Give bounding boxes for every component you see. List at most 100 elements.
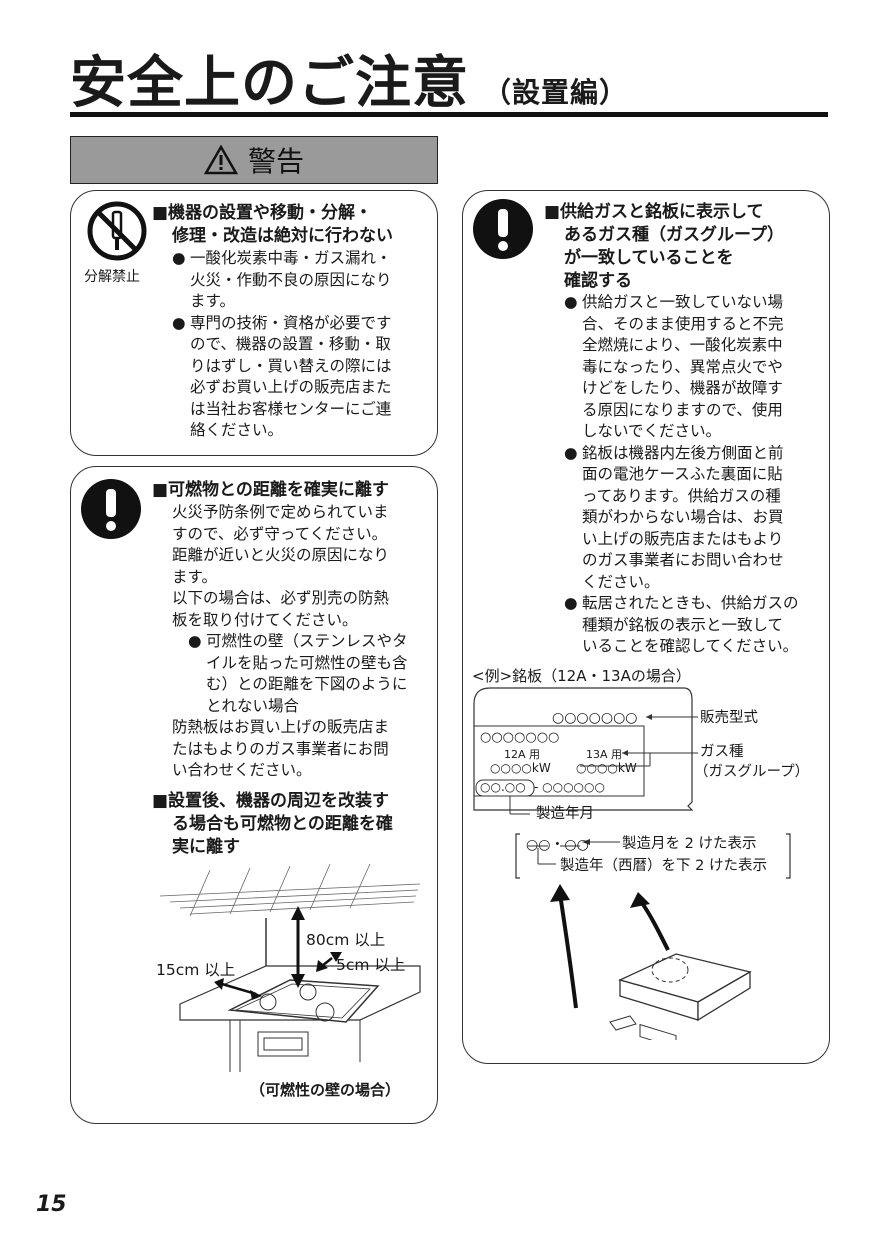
warning-label: 警告: [247, 145, 304, 178]
text-line: ■設置後、機器の周辺を改装す: [152, 791, 390, 811]
box1-bullets: ● 一酸化炭素中毒・ガス漏れ・ 火災・作動不良の原因になり ます。 ● 専門の技…: [172, 248, 432, 442]
stove-illustration: [550, 884, 752, 1040]
label-model: 販売型式: [700, 710, 758, 726]
text-line: いることを確認してください。: [582, 637, 799, 655]
box1-heading-line2: 修理・改造は絶対に行わない: [172, 226, 393, 246]
title-rule: [70, 112, 828, 117]
text-line: 確認する: [564, 271, 632, 291]
text-line: い上げの販売店またはもより: [582, 529, 784, 548]
list-item: ● 可燃性の壁（ステンレスやタ イルを貼った可燃性の壁も含 む）との距離を下図の…: [172, 631, 430, 717]
text-line: 種類が銘板の表示と一致して: [582, 615, 784, 634]
text-line: すので、必ず守ってください。: [172, 524, 388, 543]
text-line: 距離が近いと火災の原因になり: [172, 546, 390, 564]
text-line: 専門の技術・資格が必要です: [190, 313, 392, 332]
list-item: ● 銘板は機器内左後方側面と前 面の電池ケースふた裏面に貼 ってあります。供給ガ…: [564, 443, 824, 594]
box2-body: 火災予防条例で定められていま すので、必ず守ってください。 距離が近いと火災の原…: [172, 502, 430, 782]
label-80cm: 80cm 以上: [306, 931, 386, 949]
text-line: 全燃焼により、一酸化炭素中: [582, 336, 783, 354]
text-line: ■供給ガスと銘板に表示して: [544, 202, 764, 222]
nameplate-serial-date: ○○.○○: [480, 780, 526, 794]
label-15cm: 15cm 以上: [156, 961, 236, 979]
installation-diagram: [159, 863, 421, 1072]
text-line: 防熱板はお買い上げの販売店ま: [172, 718, 390, 736]
text-line: ので、機器の設置・移動・取: [190, 335, 391, 353]
nameplate-diagram: [473, 687, 698, 815]
nameplate-serial-rest: - ○○○○○○: [534, 780, 605, 794]
text-line: 絡ください。: [190, 421, 284, 439]
exclamation-icon: [473, 199, 533, 259]
nameplate-col2-head: 13A 用: [586, 748, 623, 761]
text-line: とれない場合: [206, 696, 300, 715]
nameplate-row1: ○○○○○○○: [480, 730, 560, 745]
text-line: 合、そのまま使用すると不完: [582, 314, 784, 333]
list-item: ● 供給ガスと一致していない場 合、そのまま使用すると不完 全燃焼により、一酸化…: [564, 292, 824, 443]
text-line: 毒になったり、異常点火でや: [582, 357, 783, 376]
text-line: る場合も可燃物との距離を確: [172, 814, 393, 834]
warning-box-installation: [70, 190, 438, 456]
text-line: 類がわからない場合は、お買: [582, 508, 784, 526]
text-line: 一酸化炭素中毒・ガス漏れ・: [190, 249, 392, 267]
warning-box-gas-type: [462, 190, 830, 1064]
date-legend-brackets: [515, 833, 791, 879]
label-gas: ガス種: [700, 744, 744, 760]
text-line: 実に離す: [172, 837, 240, 857]
ceiling-hatch: [159, 863, 421, 917]
warning-banner: 警告: [70, 136, 438, 184]
text-line: 可燃性の壁（ステンレスやタ: [206, 632, 408, 650]
text-line: のガス事業者にお問い合わせ: [582, 551, 784, 569]
text-line: 以下の場合は、必ず別売の防熱: [172, 589, 390, 607]
page-number: 15: [36, 1192, 67, 1217]
nameplate-example-title: <例>銘板（12A・13Aの場合）: [472, 667, 691, 685]
text-line: ください。: [582, 572, 660, 591]
list-item: ● 専門の技術・資格が必要です ので、機器の設置・移動・取 りはずし・買い替えの…: [172, 313, 432, 442]
box3-bullets: ● 供給ガスと一致していない場 合、そのまま使用すると不完 全燃焼により、一酸化…: [564, 292, 824, 658]
text-line: い合わせください。: [172, 761, 312, 779]
text-line: ます。: [190, 292, 235, 310]
text-line: ってあります。供給ガスの種: [582, 486, 781, 505]
text-line: む）との距離を下図のように: [206, 675, 408, 693]
text-line: けどをしたり、機器が故障す: [582, 379, 783, 397]
box1-heading-line1: ■機器の設置や移動・分解・: [152, 203, 373, 223]
page-subtitle: （設置編）: [483, 76, 629, 109]
exclamation-icon: [81, 479, 141, 539]
text-line: 板を取り付けてください。: [172, 610, 358, 629]
text-line: イルを貼った可燃性の壁も含: [206, 653, 408, 672]
text-line: る原因になりますので、使用: [582, 400, 783, 419]
text-line: 火災予防条例で定められていま: [172, 503, 389, 521]
text-line: 供給ガスと一致していない場: [582, 293, 784, 311]
nameplate-model-code: ○○○○○○○: [552, 710, 638, 726]
text-line: 面の電池ケースふた裏面に貼: [582, 465, 783, 483]
text-line: 銘板は機器内左後方側面と前: [582, 443, 784, 462]
date-legend-month: 製造月を 2 けた表示: [622, 836, 757, 852]
page-title: 安全上のご注意 （設置編）: [70, 38, 628, 119]
diagram-caption: （可燃性の壁の場合）: [250, 1081, 401, 1099]
text-line: しないでください。: [582, 422, 722, 440]
text-line: 必ずお買い上げの販売店また: [190, 378, 392, 396]
list-item: ● 転居されたときも、供給ガスの 種類が銘板の表示と一致して いることを確認して…: [564, 593, 824, 658]
no-disassembly-caption: 分解禁止: [84, 269, 140, 285]
warning-triangle-icon: [203, 145, 238, 175]
nameplate-col1-head: 12A 用: [504, 748, 541, 761]
box2-heading: ■可燃物との距離を確実に離す: [152, 480, 389, 500]
text-line: 転居されたときも、供給ガスの: [582, 594, 799, 612]
text-line: あるガス種（ガスグループ）: [564, 225, 784, 245]
list-item: ● 一酸化炭素中毒・ガス漏れ・ 火災・作動不良の原因になり ます。: [172, 248, 432, 313]
label-gas-sub: （ガスグループ）: [694, 764, 810, 780]
nameplate-col1-kw: ○○○○kW: [490, 761, 551, 775]
nameplate-col2-kw: ○○○○kW: [576, 761, 637, 775]
text-line: が一致していることを: [564, 248, 734, 268]
page-title-main: 安全上のご注意: [70, 51, 469, 116]
label-5cm: 5cm 以上: [336, 956, 406, 974]
text-line: りはずし・買い替えの際には: [190, 356, 392, 375]
label-date: 製造年月: [536, 806, 594, 822]
date-legend-year: 製造年（西暦）を下 2 けた表示: [560, 858, 767, 874]
text-line: たはもよりのガス事業者にお問: [172, 739, 389, 758]
box3-heading: ■供給ガスと銘板に表示して あるガス種（ガスグループ） が一致していることを 確…: [544, 201, 784, 293]
text-line: は当社お客様センターにご連: [190, 399, 392, 418]
text-line: 火災・作動不良の原因になり: [190, 270, 392, 289]
date-legend-code: ○○・○○: [526, 837, 589, 853]
text-line: ます。: [172, 567, 217, 586]
box1-heading: ■機器の設置や移動・分解・ 修理・改造は絶対に行わない: [152, 202, 393, 248]
no-disassembly-icon: [87, 201, 147, 261]
box2-heading2: ■設置後、機器の周辺を改装す る場合も可燃物との距離を確 実に離す: [152, 790, 393, 859]
